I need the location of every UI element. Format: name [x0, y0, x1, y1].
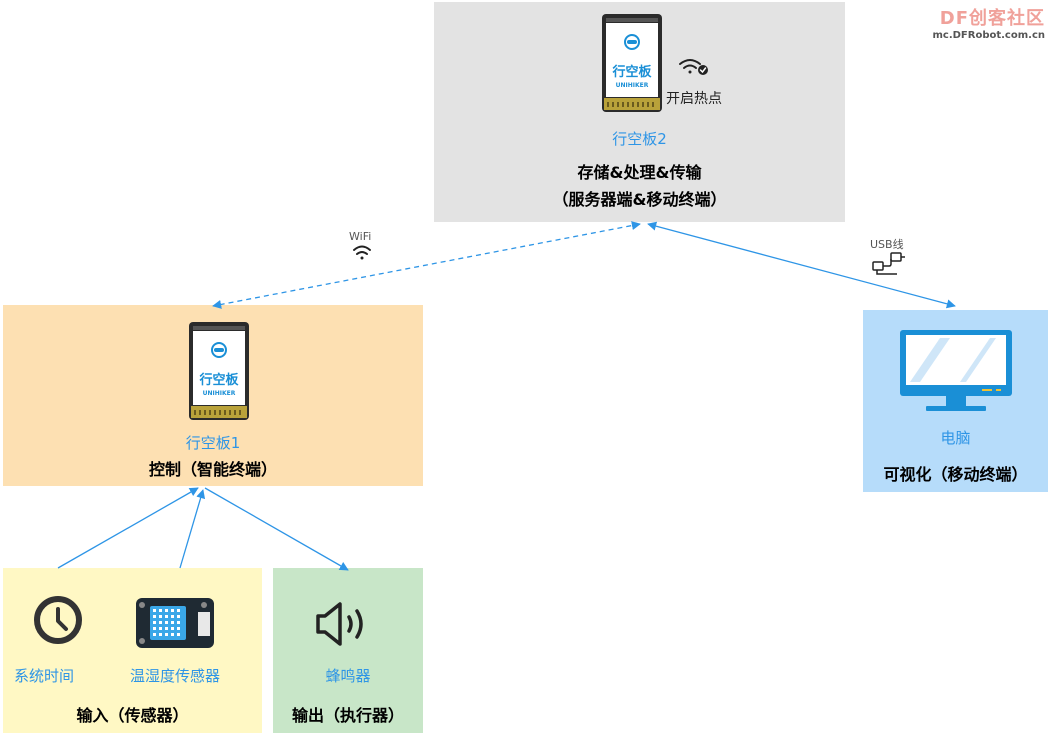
hotspot-label: 开启热点	[666, 91, 722, 107]
brand-name: DF创客社区	[939, 8, 1045, 29]
board2-role-line2: （服务器端&移动终端）	[552, 190, 727, 209]
usb-link-label: USB线	[870, 238, 904, 251]
usb-cable-icon	[872, 252, 905, 275]
pc-role: 可视化（移动终端）	[883, 465, 1028, 484]
sensor-label: 温湿度传感器	[130, 667, 221, 685]
clock-to-board1-link	[57, 487, 199, 569]
board-screen-cn: 行空板	[611, 64, 652, 80]
board-screen-en: UNIHIKER	[203, 390, 236, 397]
wifi-check-icon	[679, 59, 708, 75]
board-screen-cn: 行空板	[198, 372, 239, 388]
usb-link	[647, 221, 956, 309]
unihiker-board-icon: 行空板 UNIHIKER	[601, 13, 663, 113]
input-role: 输入（传感器）	[76, 706, 189, 725]
input-node	[3, 568, 262, 733]
clock-label: 系统时间	[14, 667, 75, 685]
board1-role: 控制（智能终端）	[148, 460, 277, 479]
unihiker-board-icon: 行空板 UNIHIKER	[188, 321, 250, 421]
board2-name: 行空板2	[612, 130, 667, 148]
board-screen-en: UNIHIKER	[616, 82, 649, 89]
brand-url: mc.DFRobot.com.cn	[932, 30, 1045, 41]
wifi-icon	[353, 245, 371, 260]
dht11-sensor-icon	[136, 598, 214, 648]
monitor-icon	[900, 330, 1012, 411]
wifi-link-label: WiFi	[349, 230, 372, 243]
clock-icon	[34, 596, 82, 644]
board1-to-buzzer-link	[204, 487, 349, 571]
speaker-icon	[316, 602, 363, 646]
wifi-link	[212, 221, 641, 309]
board1-name: 行空板1	[185, 434, 241, 452]
buzzer-label: 蜂鸣器	[325, 667, 371, 685]
output-node	[273, 568, 423, 733]
sensor-to-board1-link	[179, 489, 206, 569]
board2-role-line1: 存储&处理&传输	[577, 163, 702, 182]
output-role: 输出（执行器）	[291, 706, 404, 725]
brand-logo: DF创客社区 mc.DFRobot.com.cn	[932, 4, 1045, 41]
pc-name: 电脑	[940, 429, 971, 447]
